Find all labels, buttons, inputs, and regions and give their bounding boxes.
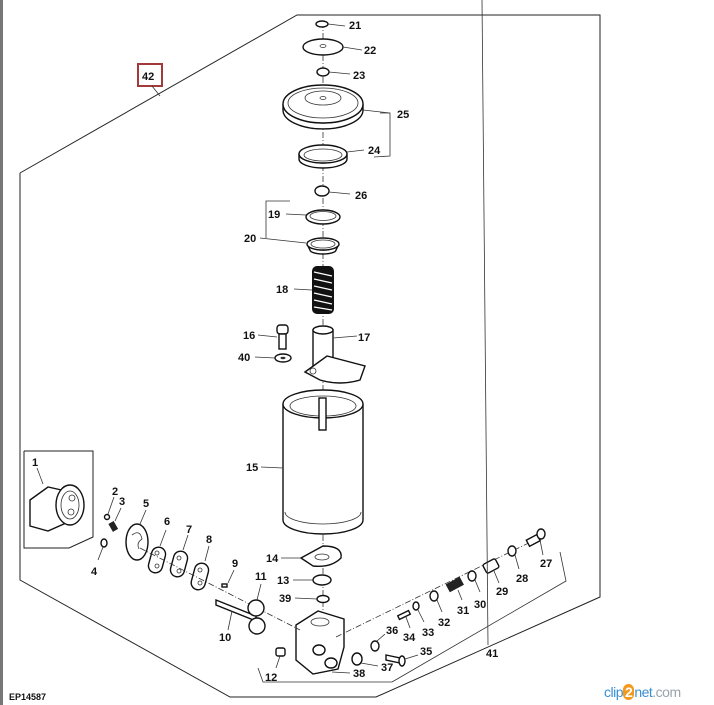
part-16-bolt[interactable]: 16 bbox=[243, 324, 289, 350]
part-3-spring[interactable]: 3 bbox=[108, 496, 125, 532]
part-24-ring[interactable]: 24 bbox=[298, 144, 381, 169]
label-8: 8 bbox=[206, 534, 212, 546]
part-14-gasket[interactable]: 14 bbox=[266, 545, 342, 568]
label-40: 40 bbox=[238, 352, 250, 364]
window-edge bbox=[0, 0, 3, 705]
part-33-washer[interactable]: 33 bbox=[412, 601, 434, 639]
watermark-com: .com bbox=[652, 684, 681, 700]
label-2: 2 bbox=[112, 486, 118, 498]
label-20: 20 bbox=[244, 233, 256, 245]
diagram-code: EP14587 bbox=[9, 692, 47, 702]
part-30-o-ring[interactable]: 30 bbox=[467, 570, 486, 611]
part-21-wing-nut[interactable]: 21 bbox=[315, 20, 361, 32]
part-15-filter-bowl[interactable]: 15 bbox=[246, 389, 364, 535]
label-36: 36 bbox=[386, 625, 398, 637]
label-5: 5 bbox=[143, 498, 149, 510]
label-41: 41 bbox=[486, 648, 498, 660]
label-3: 3 bbox=[119, 496, 125, 508]
part-34-pin[interactable]: 34 bbox=[396, 609, 416, 644]
part-12-plug[interactable]: 12 bbox=[265, 647, 286, 684]
label-22: 22 bbox=[364, 45, 376, 57]
part-40-washer[interactable]: 40 bbox=[238, 352, 292, 364]
part-1-housing[interactable]: 1 bbox=[29, 457, 85, 532]
label-18: 18 bbox=[276, 284, 288, 296]
label-10: 10 bbox=[219, 632, 231, 644]
part-13-o-ring[interactable]: 13 bbox=[277, 574, 332, 587]
label-14: 14 bbox=[266, 553, 279, 565]
label-32: 32 bbox=[438, 617, 450, 629]
part-18-spring[interactable]: 18 bbox=[276, 266, 334, 314]
label-6: 6 bbox=[164, 516, 170, 528]
label-4: 4 bbox=[91, 566, 98, 578]
label-37: 37 bbox=[381, 662, 393, 674]
part-26-nut[interactable]: 26 bbox=[314, 185, 367, 202]
part-31-spring[interactable]: 31 bbox=[445, 576, 470, 617]
part-23-nut[interactable]: 23 bbox=[316, 67, 365, 82]
part-39-o-ring[interactable]: 39 bbox=[279, 593, 330, 605]
part-17-float-tube[interactable]: 17 bbox=[303, 325, 370, 384]
part-2-ball[interactable]: 2 bbox=[103, 486, 119, 521]
part-29-plug[interactable]: 29 bbox=[482, 558, 508, 598]
inset-box bbox=[23, 450, 94, 549]
part-22-disc[interactable]: 22 bbox=[302, 38, 376, 57]
part-20-seal[interactable]: 20 bbox=[244, 233, 340, 255]
label-24: 24 bbox=[368, 145, 381, 157]
label-9: 9 bbox=[232, 558, 238, 570]
label-31: 31 bbox=[457, 605, 469, 617]
watermark-net: net bbox=[634, 684, 653, 700]
part-37-cap[interactable]: 37 bbox=[351, 652, 393, 674]
label-38: 38 bbox=[353, 668, 365, 680]
label-12: 12 bbox=[265, 672, 277, 684]
label-1: 1 bbox=[32, 457, 38, 469]
label-28: 28 bbox=[516, 573, 528, 585]
watermark-clip: clip bbox=[604, 684, 624, 700]
label-27: 27 bbox=[540, 558, 552, 570]
label-16: 16 bbox=[243, 330, 255, 342]
label-19: 19 bbox=[268, 209, 280, 221]
label-21: 21 bbox=[349, 20, 361, 32]
label-39: 39 bbox=[279, 593, 291, 605]
label-11: 11 bbox=[255, 571, 267, 583]
part-8-gasket[interactable]: 8 bbox=[190, 534, 213, 591]
part-25-cover[interactable]: 25 bbox=[282, 84, 409, 130]
assembly-callout-box[interactable] bbox=[137, 63, 163, 87]
part-5-plate[interactable]: 5 bbox=[125, 498, 149, 561]
part-6-gasket[interactable]: 6 bbox=[147, 516, 170, 574]
part-28-o-ring[interactable]: 28 bbox=[507, 545, 528, 585]
part-35-bolt[interactable]: 35 bbox=[385, 646, 432, 667]
label-34: 34 bbox=[403, 632, 416, 644]
part-41-valve-kit[interactable]: 41 bbox=[481, 0, 498, 660]
part-7-plate[interactable]: 7 bbox=[169, 524, 192, 578]
watermark-2: 2 bbox=[623, 684, 635, 700]
label-35: 35 bbox=[420, 646, 432, 658]
label-42: 42 bbox=[142, 71, 154, 83]
label-26: 26 bbox=[355, 190, 367, 202]
assembly-outline bbox=[19, 14, 601, 698]
label-29: 29 bbox=[496, 586, 508, 598]
label-15: 15 bbox=[246, 462, 258, 474]
part-11-gear[interactable]: 11 bbox=[247, 571, 267, 635]
label-30: 30 bbox=[474, 599, 486, 611]
label-7: 7 bbox=[186, 524, 192, 536]
part-38-pump-body[interactable]: 38 bbox=[295, 610, 365, 680]
part-9-key[interactable]: 9 bbox=[221, 558, 238, 588]
part-27-bolt[interactable]: 27 bbox=[525, 528, 552, 570]
part-4-washer[interactable]: 4 bbox=[91, 538, 108, 578]
label-17: 17 bbox=[358, 332, 370, 344]
label-25: 25 bbox=[397, 109, 409, 121]
part-19-seal[interactable]: 19 bbox=[268, 209, 341, 225]
label-13: 13 bbox=[277, 575, 289, 587]
label-23: 23 bbox=[353, 70, 365, 82]
part-32-washer[interactable]: 32 bbox=[429, 590, 450, 629]
label-33: 33 bbox=[422, 627, 434, 639]
part-36-washer[interactable]: 36 bbox=[370, 625, 398, 652]
